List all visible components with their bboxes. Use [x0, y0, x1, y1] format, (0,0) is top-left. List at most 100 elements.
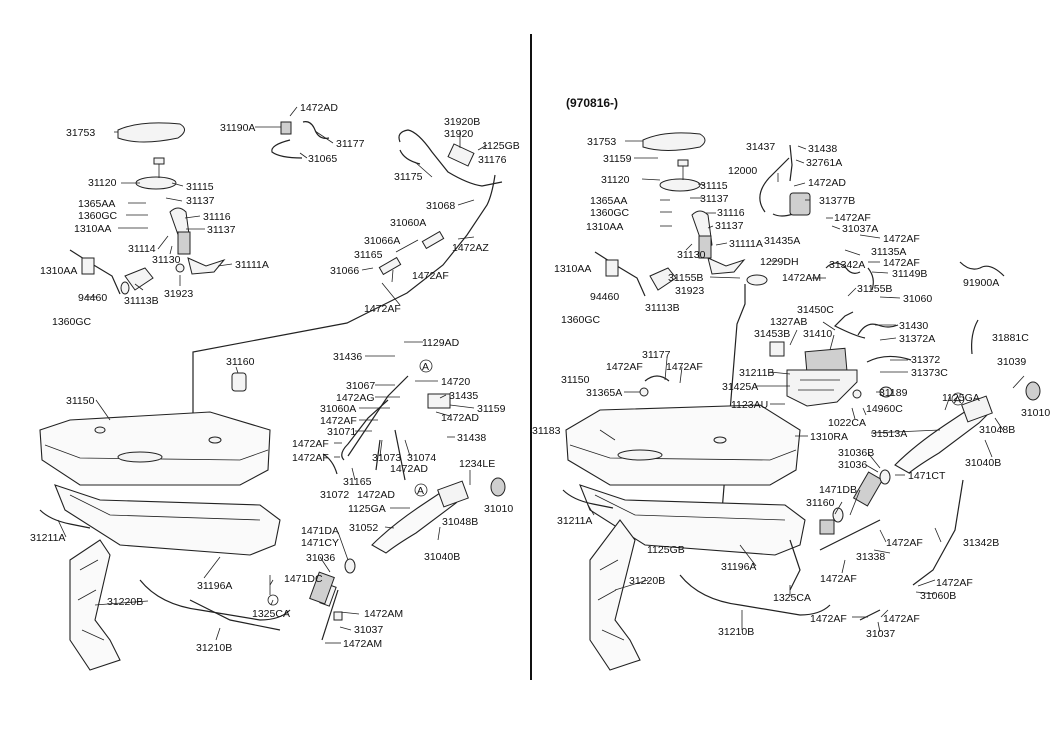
r-label-1360GC-b: 1360GC [561, 314, 601, 326]
r-label-1360GC: 1360GC [590, 207, 630, 219]
label-31196A: 31196A [197, 580, 232, 592]
ref-marker-a-label: A [422, 361, 429, 373]
r-label-31430: 31430 [899, 320, 928, 332]
label-31120: 31120 [88, 177, 117, 189]
r-label-1472AF: 1472AF [834, 212, 871, 224]
fuel-cap-r [1025, 381, 1041, 401]
label-31923: 31923 [164, 288, 193, 300]
clip-part [271, 139, 303, 159]
label-31920B: 31920B [444, 116, 480, 128]
label-1234LE: 1234LE [459, 458, 495, 470]
label-1360GC-b: 1360GC [52, 316, 92, 328]
r-label-31137: 31137 [700, 193, 729, 205]
r-label-1123AU: 1123AU [731, 399, 768, 411]
r-label-31048B: 31048B [979, 424, 1015, 436]
r-label-31338: 31338 [856, 551, 885, 563]
label-31060A: 31060A [390, 217, 426, 229]
label-31211A: 31211A [30, 532, 65, 544]
r-label-31196A: 31196A [721, 561, 756, 573]
r-label-31372A: 31372A [899, 333, 935, 345]
label-94460: 94460 [78, 292, 107, 304]
right-panel-parts: A [562, 132, 1041, 671]
label-1360GC: 1360GC [78, 210, 118, 222]
tank-strap [139, 579, 291, 621]
label-31165-b: 31165 [343, 476, 372, 488]
label-1472AF-c: 1472AF [320, 415, 357, 427]
cap-part [280, 121, 292, 135]
r-label-31177: 31177 [642, 349, 671, 361]
left-labels: 31753 31190A 1472AD 31177 31065 31920B 3… [30, 102, 520, 654]
label-31065: 31065 [308, 153, 337, 165]
label-31436: 31436 [333, 351, 362, 363]
label-1125GB: 1125GB [482, 140, 520, 152]
r-label-1310AA-b: 1310AA [554, 263, 591, 275]
r-label-31115: 31115 [700, 180, 728, 192]
r-label-1472AF-d: 1472AF [606, 361, 643, 373]
label-31137: 31137 [186, 195, 215, 207]
r-label-1471DB: 1471DB [819, 484, 857, 496]
label-31159: 31159 [477, 403, 506, 415]
r-label-31881C: 31881C [992, 332, 1029, 344]
r-label-1125GA: 1125GA [942, 392, 980, 404]
r-label-31150: 31150 [561, 374, 590, 386]
label-31137-b: 31137 [207, 224, 236, 236]
label-31052: 31052 [349, 522, 378, 534]
r-label-31010: 31010 [1021, 407, 1050, 419]
r-label-31130: 31130 [677, 249, 706, 261]
r-label-31372: 31372 [911, 354, 940, 366]
r-label-31450C: 31450C [797, 304, 834, 316]
r-label-31120: 31120 [601, 174, 630, 186]
r-label-1310AA: 1310AA [586, 221, 623, 233]
sensor-part [124, 267, 154, 291]
label-1325CA: 1325CA [252, 608, 290, 620]
ref-marker-a-2 [414, 483, 428, 497]
label-1472AZ: 1472AZ [452, 242, 489, 254]
r-label-1472AF-i: 1472AF [810, 613, 847, 625]
r-label-1472AM-b: 31155B [857, 283, 892, 295]
label-31116: 31116 [203, 211, 231, 223]
label-1472AD-d: 1472AD [357, 489, 395, 501]
r-label-31111A: 31111A [729, 238, 763, 250]
r-label-31373C: 31373C [911, 367, 948, 379]
gasket-cover-part-r [642, 132, 706, 151]
r-label-94460: 94460 [590, 291, 619, 303]
right-labels: 31753 31437 31438 31159 32761A 12000 311… [532, 136, 1050, 640]
label-31160: 31160 [226, 356, 255, 368]
label-1472AD-b: 1472AD [441, 412, 479, 424]
label-31220B: 31220B [107, 596, 143, 608]
r-label-1472AF-e: 1472AF [666, 361, 703, 373]
r-label-31211B: 31211B [739, 367, 774, 379]
label-31165: 31165 [354, 249, 383, 261]
r-label-31060: 31060 [903, 293, 932, 305]
hose-part [302, 121, 330, 139]
label-31114: 31114 [128, 243, 156, 255]
r-label-31453B: 31453B [754, 328, 790, 340]
label-31435: 31435 [449, 390, 478, 402]
r-label-91900A: 91900A [963, 277, 999, 289]
label-31060A-b: 31060A [320, 403, 356, 415]
r-label-31342B: 31342B [963, 537, 999, 549]
label-31067: 31067 [346, 380, 375, 392]
tank-strap-r [679, 574, 831, 616]
breather-hose-r [759, 157, 790, 213]
r-label-1365AA: 1365AA [590, 195, 627, 207]
label-1125GA: 1125GA [348, 503, 386, 515]
r-label-31183: 31183 [532, 425, 561, 437]
label-31036: 31036 [306, 552, 335, 564]
sender-flange [135, 176, 177, 190]
ref-marker-a-r [951, 392, 965, 406]
r-label-31159: 31159 [603, 153, 632, 165]
label-1310AA: 1310AA [74, 223, 111, 235]
label-1472AD-c: 1472AD [390, 463, 428, 475]
r-label-1125GB: 1125GB [647, 544, 685, 556]
r-label-31210B: 31210B [718, 626, 754, 638]
label-31068: 31068 [426, 200, 455, 212]
breather-hose-2 [399, 149, 421, 165]
label-1472AF: 1472AF [412, 270, 449, 282]
gasket-cover-part [117, 122, 185, 143]
label-1472AF-d: 1472AF [292, 438, 329, 450]
fuel-line-r [912, 479, 964, 586]
label-31010: 31010 [484, 503, 513, 515]
r-label-31923: 31923 [675, 285, 704, 297]
